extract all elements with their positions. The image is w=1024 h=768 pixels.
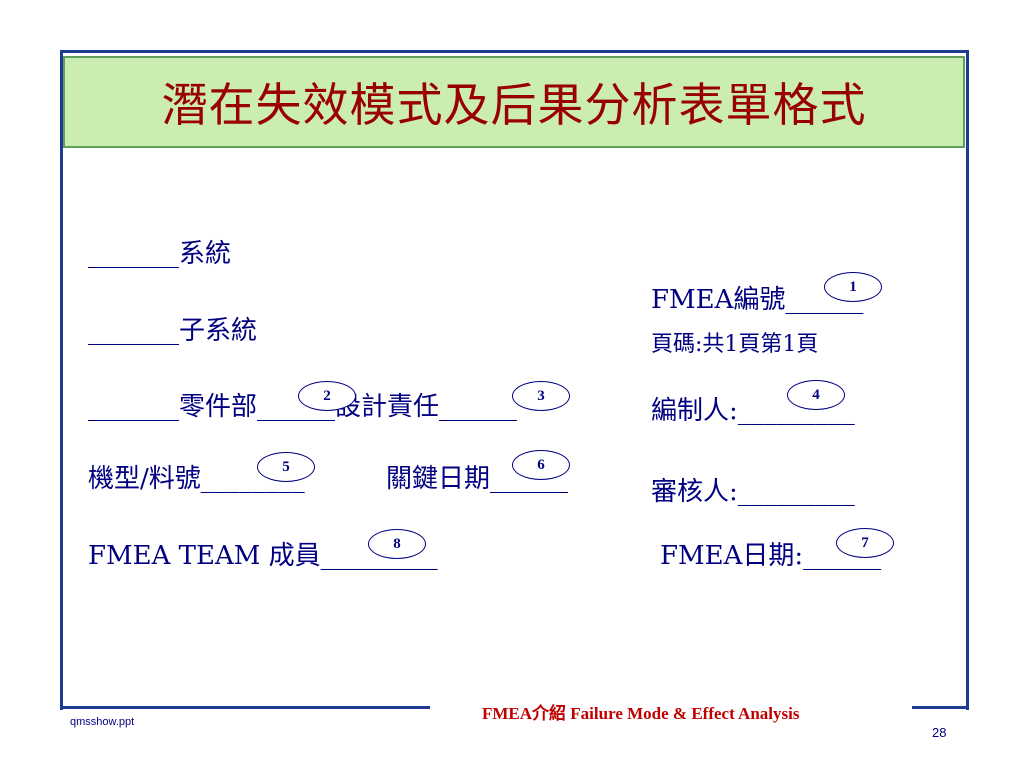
reviewed-by-field: 審核人:_________ [651, 477, 855, 507]
footer-source: qmsshow.ppt [70, 716, 135, 728]
frame-bottom-left [60, 706, 430, 709]
page-number: 28 [932, 725, 947, 740]
footer-title: FMEA介紹 Failure Mode & Effect Analysis [480, 699, 802, 724]
marker-7: 7 [836, 528, 894, 558]
page-info: 頁碼:共1頁第1頁 [651, 332, 819, 357]
system-field: _______系統 [88, 239, 232, 269]
subsystem-field: _______子系統 [88, 316, 258, 346]
marker-6: 6 [512, 450, 570, 480]
marker-2: 2 [298, 381, 356, 411]
marker-5: 5 [257, 452, 315, 482]
slide-title: 潛在失效模式及后果分析表單格式 [63, 56, 965, 148]
marker-8: 8 [368, 529, 426, 559]
frame-bottom-right [912, 706, 966, 709]
slide-frame [60, 50, 969, 710]
marker-1: 1 [824, 272, 882, 302]
marker-4: 4 [787, 380, 845, 410]
marker-3: 3 [512, 381, 570, 411]
